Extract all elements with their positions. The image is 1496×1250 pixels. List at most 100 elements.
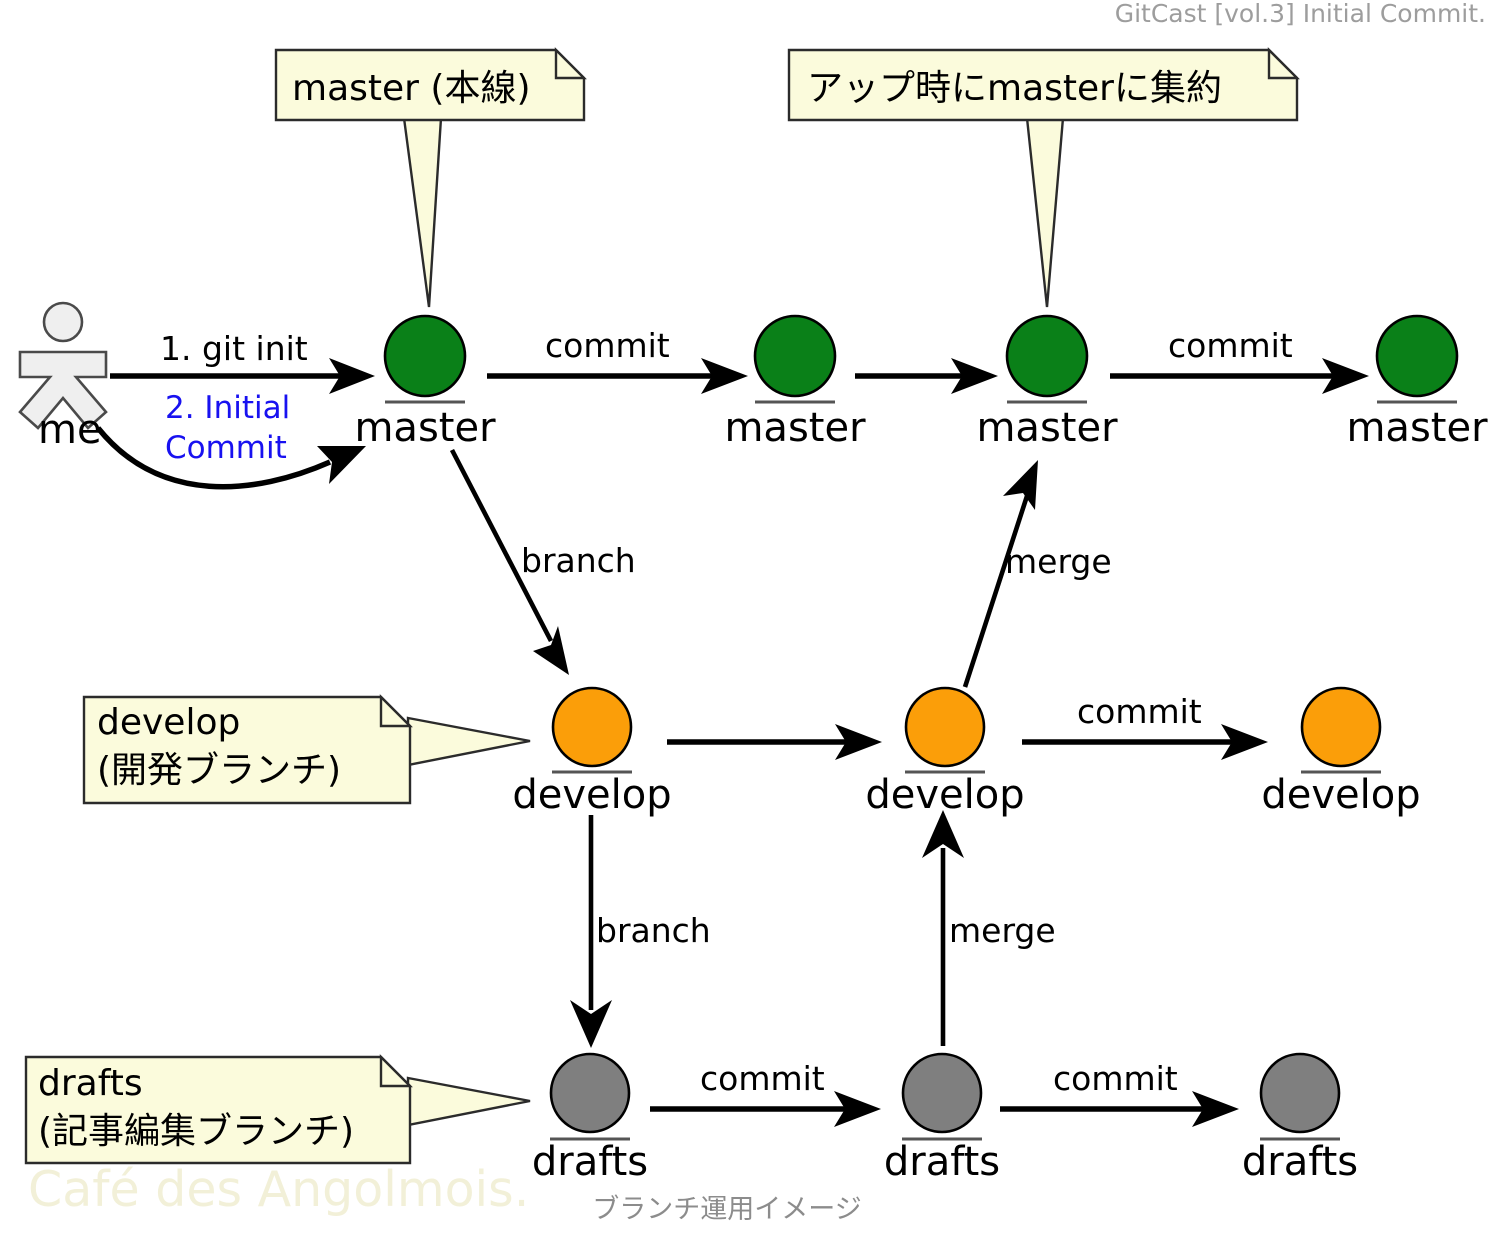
edge-develop-commit-2-label: commit xyxy=(1077,692,1202,731)
note-master-fold-icon xyxy=(554,47,587,80)
node-develop-2-label: develop xyxy=(865,772,1024,818)
node-develop-2[interactable]: develop xyxy=(865,686,1025,818)
node-drafts-2-dot[interactable] xyxy=(901,1052,983,1134)
note-drafts: drafts (記事編集ブランチ) xyxy=(24,1054,531,1165)
node-master-3-label: master xyxy=(976,405,1118,451)
branch-row-develop: commit develop develop develop xyxy=(512,686,1421,818)
node-master-2[interactable]: master xyxy=(724,314,866,451)
edge-develop-to-drafts-label: branch xyxy=(596,911,711,950)
note-drafts-body xyxy=(24,1055,412,1165)
note-drafts-line-1: drafts xyxy=(38,1063,143,1104)
arrow-head-icon xyxy=(570,1000,612,1048)
edge-master-commit-3: commit xyxy=(1110,326,1369,394)
edge-master-commit-3-label: commit xyxy=(1168,326,1293,365)
node-master-2-dot[interactable] xyxy=(753,314,837,398)
edge-master-to-develop: branch xyxy=(449,448,636,675)
note-master: master (本線) xyxy=(274,47,587,308)
note-develop: develop (開発ブランチ) xyxy=(82,694,531,805)
node-drafts-3[interactable]: drafts xyxy=(1242,1052,1358,1185)
node-master-4-dot[interactable] xyxy=(1375,314,1459,398)
node-develop-1-label: develop xyxy=(512,772,671,818)
edge-master-commit-2 xyxy=(855,358,998,394)
node-develop-3-label: develop xyxy=(1261,772,1420,818)
arrow-head-icon xyxy=(329,358,375,394)
edge-master-commit-1-label: commit xyxy=(545,326,670,365)
note-master-tail xyxy=(402,116,443,308)
note-master-body xyxy=(274,48,586,122)
note-aggregate-tail xyxy=(1025,116,1065,308)
note-aggregate-body xyxy=(787,48,1299,122)
actor-me: me xyxy=(18,301,108,453)
node-master-3-dot[interactable] xyxy=(1005,314,1089,398)
arrow-head-icon xyxy=(1003,460,1038,510)
note-aggregate-line-1: アップ時にmasterに集約 xyxy=(807,68,1222,109)
arrow-head-icon xyxy=(835,724,882,760)
node-drafts-3-label: drafts xyxy=(1242,1139,1358,1185)
edge-develop-commit-2: commit xyxy=(1022,692,1268,760)
edge-drafts-to-develop-label: merge xyxy=(949,911,1056,950)
note-develop-fold-icon xyxy=(379,694,413,728)
note-master-line-1: master (本線) xyxy=(292,68,530,109)
note-develop-tail xyxy=(406,716,531,767)
node-drafts-2-label: drafts xyxy=(884,1139,1000,1185)
edge-develop-to-master-label: merge xyxy=(1005,542,1112,581)
note-aggregate-fold-icon xyxy=(1267,47,1300,80)
arrow-head-icon xyxy=(1322,358,1369,394)
edge-drafts-commit-1-label: commit xyxy=(700,1059,825,1098)
edge-drafts-commit-1: commit xyxy=(650,1059,881,1127)
edge-develop-to-drafts: branch xyxy=(570,815,711,1048)
arrow-head-icon xyxy=(317,446,366,484)
arrow-head-icon xyxy=(1192,1091,1239,1127)
node-develop-1[interactable]: develop xyxy=(512,686,672,818)
edge-develop-to-master: merge xyxy=(962,460,1112,688)
edge-master-to-develop-label: branch xyxy=(521,541,636,580)
edge-git-init: 1. git init xyxy=(110,329,375,394)
arrow-head-icon xyxy=(922,810,964,858)
node-master-4[interactable]: master xyxy=(1346,314,1488,451)
edge-initial-commit-label-1: 2. Initial xyxy=(165,390,290,426)
arrow-head-icon xyxy=(951,358,998,394)
node-develop-3-dot[interactable] xyxy=(1300,686,1382,768)
node-drafts-3-dot[interactable] xyxy=(1259,1052,1341,1134)
header-title: GitCast [vol.3] Initial Commit. xyxy=(1115,0,1486,28)
arrow-head-icon xyxy=(1221,724,1268,760)
edge-master-commit-1: commit xyxy=(487,326,748,394)
edge-initial-commit-label-2: Commit xyxy=(165,430,287,466)
node-master-1-label: master xyxy=(354,405,496,451)
note-drafts-line-2: (記事編集ブランチ) xyxy=(38,1111,354,1152)
branch-row-master: commit commit master xyxy=(354,314,1488,451)
edge-drafts-to-develop: merge xyxy=(922,810,1056,1046)
person-icon xyxy=(18,301,108,430)
edge-initial-commit: 2. Initial Commit xyxy=(95,390,366,490)
node-master-3[interactable]: master xyxy=(976,314,1118,451)
arrow-head-icon xyxy=(834,1091,881,1127)
note-develop-line-2: (開発ブランチ) xyxy=(97,750,341,791)
node-drafts-1[interactable]: drafts xyxy=(532,1052,648,1185)
note-drafts-tail xyxy=(406,1076,531,1127)
node-develop-3[interactable]: develop xyxy=(1261,686,1421,818)
note-develop-line-1: develop xyxy=(97,702,240,743)
node-drafts-1-label: drafts xyxy=(532,1139,648,1185)
node-develop-2-dot[interactable] xyxy=(904,686,986,768)
arrow-head-icon xyxy=(701,358,748,394)
note-aggregate: アップ時にmasterに集約 xyxy=(787,47,1300,308)
note-develop-body xyxy=(82,695,412,805)
edge-drafts-commit-2-label: commit xyxy=(1053,1059,1178,1098)
node-drafts-2[interactable]: drafts xyxy=(884,1052,1000,1185)
node-master-2-label: master xyxy=(724,405,866,451)
node-master-1[interactable]: master xyxy=(354,314,496,451)
diagram-caption: ブランチ運用イメージ xyxy=(592,1194,861,1225)
watermark: Café des Angolmois. xyxy=(28,1161,529,1218)
branch-row-drafts: commit commit drafts drafts xyxy=(532,1052,1358,1185)
edge-git-init-label: 1. git init xyxy=(160,329,308,368)
node-drafts-1-dot[interactable] xyxy=(549,1052,631,1134)
arrow-head-icon xyxy=(533,626,569,675)
note-drafts-fold-icon xyxy=(379,1054,413,1088)
actor-label: me xyxy=(38,407,102,453)
node-master-1-dot[interactable] xyxy=(383,314,467,398)
edge-drafts-commit-2: commit xyxy=(1000,1059,1239,1127)
node-develop-1-dot[interactable] xyxy=(551,686,633,768)
node-master-4-label: master xyxy=(1346,405,1488,451)
